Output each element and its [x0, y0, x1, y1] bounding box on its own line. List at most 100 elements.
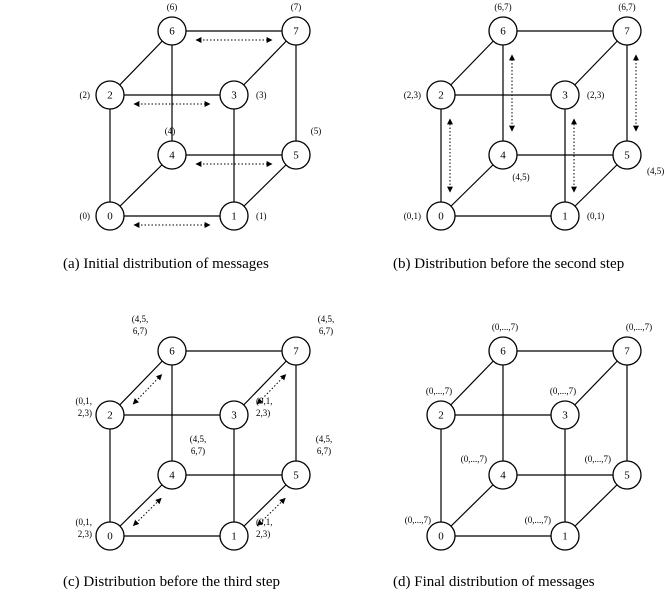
node-label: 4	[169, 470, 175, 482]
message-label: (0,1,	[76, 517, 93, 527]
node-label: 4	[169, 150, 175, 162]
message-label: (4,5,	[190, 434, 207, 444]
message-label: (6,7)	[618, 2, 635, 12]
exchange-arrow-2-6	[132, 374, 163, 405]
node-circle	[550, 400, 580, 430]
node-circle	[550, 201, 580, 231]
node-circle	[157, 336, 187, 366]
node-circle	[219, 80, 249, 110]
node-circle	[95, 80, 125, 110]
node-0: 0(0,1)	[404, 201, 456, 231]
node-1: 1(1)	[219, 201, 267, 231]
node-circle	[281, 460, 311, 490]
node-3: 3(0,1,2,3)	[219, 396, 273, 430]
node-5: 5(0,...,7)	[585, 454, 642, 490]
node-7: 7 (6,7)	[612, 2, 642, 46]
caption-d: (d) Final distribution of messages	[393, 574, 595, 590]
caption-b: (b) Distribution before the second step	[393, 256, 624, 272]
node-2: 2(2,3)	[404, 80, 456, 110]
node-circle	[612, 460, 642, 490]
node-0: 0 (0)	[80, 201, 125, 231]
message-label: (0,...,7)	[626, 322, 652, 332]
node-circle	[95, 521, 125, 551]
node-circle	[426, 80, 456, 110]
node-label: 3	[562, 90, 568, 102]
message-label: (4,5,	[316, 434, 333, 444]
node-label: 5	[293, 150, 299, 162]
node-5: 5 (5)	[281, 126, 322, 170]
message-label: 2,3)	[78, 529, 92, 539]
cube-edge-2-6	[440, 30, 504, 96]
node-circle	[488, 460, 518, 490]
message-label: (4,5,	[132, 314, 149, 324]
message-label: 6,7)	[319, 326, 333, 336]
message-label: (0)	[80, 211, 91, 221]
node-circle	[550, 521, 580, 551]
message-label: (4,5)	[512, 172, 529, 182]
node-label: 3	[231, 410, 237, 422]
message-label: (6,7)	[494, 2, 511, 12]
node-5: 5(4,5,6,7)	[281, 434, 333, 490]
node-circle	[95, 400, 125, 430]
node-label: 4	[500, 470, 506, 482]
cube-edge-3-7	[564, 30, 628, 96]
node-label: 7	[624, 346, 630, 358]
panel-b: 0(0,1)1(0,1)2(2,3)3(2,3)4(4,5)5(4,5)6(6,…	[393, 2, 664, 272]
node-0: 0 (0,1, 2,3)	[76, 517, 125, 551]
node-label: 5	[624, 150, 630, 162]
node-label: 0	[438, 211, 444, 223]
exchange-arrow-1-5	[256, 497, 286, 527]
node-circle	[426, 521, 456, 551]
message-label: (0,...,7)	[550, 386, 576, 396]
message-label: (0,...,7)	[585, 454, 611, 464]
node-7: 7 (0,...,7)	[612, 322, 652, 366]
cube-edge-2-6	[109, 30, 173, 96]
message-label: (2)	[80, 90, 91, 100]
node-1: 1(0,1,2,3)	[219, 517, 273, 551]
message-label: (6)	[167, 2, 178, 12]
node-1: 1(0,1)	[550, 201, 604, 231]
node-label: 6	[169, 26, 175, 38]
node-6: 6(0,...,7)	[488, 322, 518, 366]
node-label: 6	[169, 346, 175, 358]
message-label: 2,3)	[256, 408, 270, 418]
node-4: 4 (0,...,7)	[461, 454, 518, 490]
message-label: (2,3)	[587, 90, 604, 100]
node-circle	[95, 201, 125, 231]
node-label: 3	[562, 410, 568, 422]
node-6: 6(6,7)	[488, 2, 518, 46]
message-label: (0,...,7)	[426, 386, 452, 396]
node-label: 7	[624, 26, 630, 38]
node-label: 0	[107, 211, 113, 223]
message-label: (4)	[165, 126, 176, 136]
node-circle	[550, 80, 580, 110]
node-circle	[426, 201, 456, 231]
node-2: 2(0,...,7)	[426, 386, 456, 430]
message-label: (4,5,	[318, 314, 335, 324]
node-circle	[219, 201, 249, 231]
message-label: (0,1,	[256, 517, 273, 527]
node-circle	[488, 336, 518, 366]
node-label: 2	[107, 90, 113, 102]
message-label: (0,...,7)	[525, 515, 551, 525]
message-label: (0,...,7)	[461, 454, 487, 464]
node-circle	[281, 336, 311, 366]
node-circle	[426, 400, 456, 430]
cube-edge-3-7	[564, 350, 628, 416]
exchange-arrow-0-4	[132, 497, 162, 527]
node-circle	[612, 16, 642, 46]
cube-edge-3-7	[233, 30, 297, 96]
node-0: 0(0,...,7)	[405, 515, 456, 551]
node-circle	[488, 140, 518, 170]
message-label: (0,...,7)	[405, 515, 431, 525]
caption-c: (c) Distribution before the third step	[63, 574, 280, 590]
node-label: 7	[293, 346, 299, 358]
message-label: 6,7)	[133, 326, 147, 336]
node-circle	[157, 140, 187, 170]
node-label: 3	[231, 90, 237, 102]
message-label: (5)	[311, 126, 322, 136]
node-label: 0	[107, 531, 113, 543]
node-4: 4(4,5,6,7)	[157, 434, 207, 490]
